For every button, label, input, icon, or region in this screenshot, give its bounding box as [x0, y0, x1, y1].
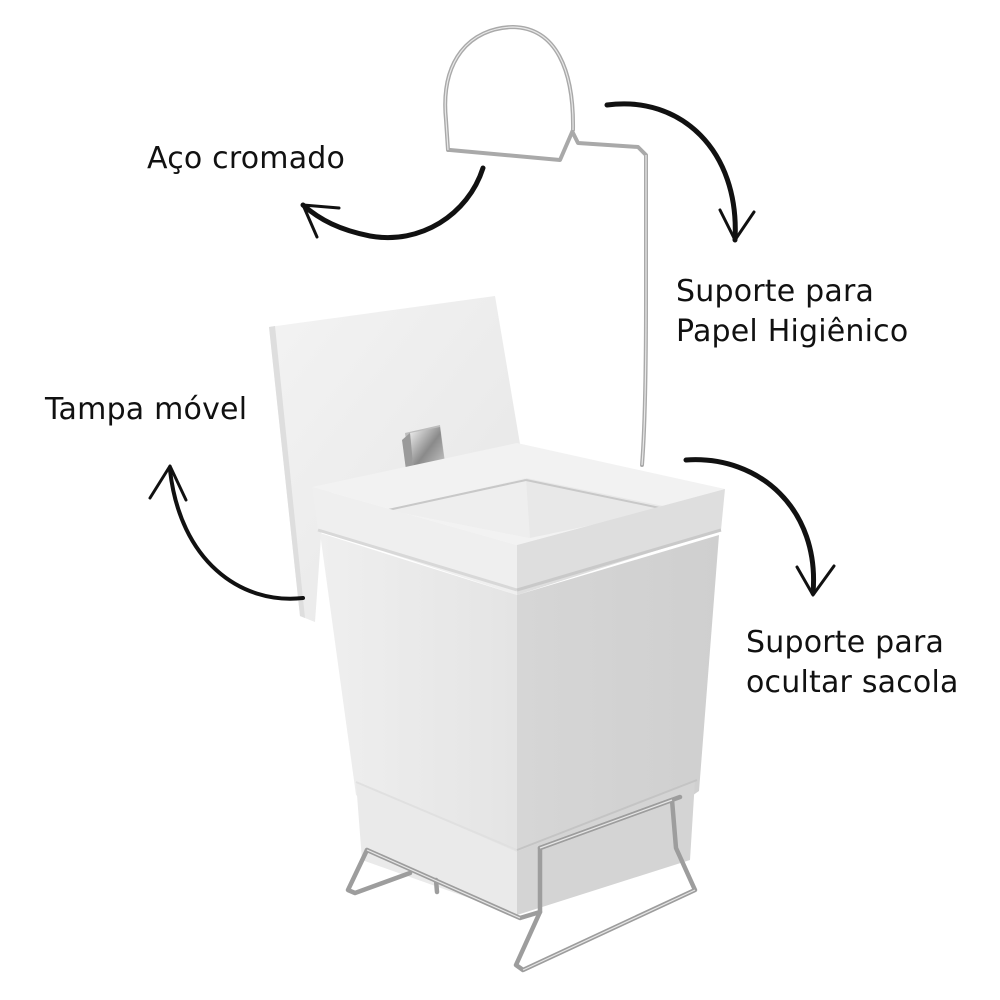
- arrow-sacola-icon: [683, 457, 836, 597]
- chrome-stand-highlight: [366, 799, 696, 971]
- label-aco-cromado: Aço cromado: [147, 139, 345, 179]
- label-line: Papel Higiênico: [676, 314, 909, 349]
- label-line: Suporte para: [676, 274, 875, 309]
- arrows: [148, 101, 836, 601]
- label-tampa-movel: Tampa móvel: [45, 390, 247, 430]
- label-line: Aço cromado: [147, 141, 346, 176]
- label-line: Suporte para: [746, 625, 945, 660]
- label-suporte-papel-higienico: Suporte para Papel Higiênico: [676, 272, 908, 352]
- bin-body: [320, 533, 719, 915]
- arrow-papel-icon: [604, 101, 756, 243]
- paper-holder-wire-highlight: [444, 26, 647, 466]
- label-suporte-ocultar-sacola: Suporte para ocultar sacola: [746, 623, 959, 703]
- arrow-aco-icon: [300, 165, 486, 240]
- bin-rim: [312, 443, 725, 595]
- label-line: Tampa móvel: [45, 392, 248, 427]
- arrow-tampa-icon: [148, 464, 305, 601]
- label-line: ocultar sacola: [746, 665, 959, 700]
- movable-lid: [269, 296, 520, 622]
